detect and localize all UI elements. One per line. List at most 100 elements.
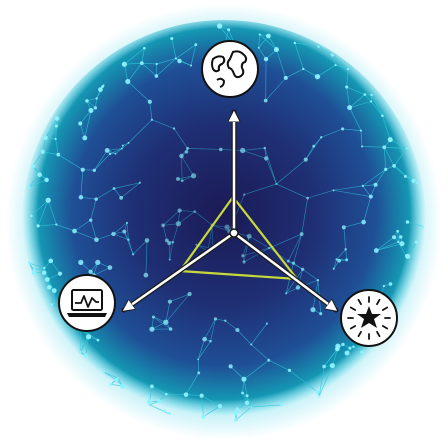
mesh-node — [150, 118, 154, 121]
mesh-node — [344, 350, 350, 356]
mesh-link — [113, 222, 128, 235]
mesh-node — [285, 292, 288, 295]
mesh-node — [318, 395, 321, 398]
mesh-node — [264, 156, 269, 161]
mesh-node — [119, 195, 124, 200]
mesh-node — [265, 322, 269, 325]
mesh-link — [363, 196, 372, 223]
mesh-link — [90, 220, 97, 240]
mesh-link — [276, 49, 287, 79]
mesh-link — [141, 62, 157, 65]
mesh-link — [103, 371, 117, 381]
mesh-node — [369, 100, 373, 103]
mesh-node — [98, 87, 103, 92]
mesh-node — [175, 221, 182, 227]
mesh-link — [32, 151, 43, 167]
mesh-node — [45, 197, 51, 203]
mesh-link — [90, 199, 97, 221]
mesh-link — [225, 320, 238, 331]
mesh-node — [82, 135, 88, 141]
mesh-link — [165, 301, 171, 323]
mesh-node — [78, 259, 84, 266]
mesh-node — [54, 116, 60, 121]
mesh-node — [228, 364, 233, 369]
arrow-to-star — [233, 232, 336, 310]
mesh-node — [83, 353, 88, 358]
mesh-node — [392, 164, 396, 168]
mesh-link — [171, 38, 177, 59]
mesh-node — [368, 194, 373, 199]
mesh-link — [55, 138, 59, 155]
burst-ray — [376, 298, 381, 306]
mesh-link — [382, 115, 391, 140]
mesh-link — [370, 101, 383, 116]
burst-ray — [381, 325, 389, 330]
mesh-node — [209, 339, 212, 343]
mesh-node — [78, 194, 84, 200]
mesh-link — [173, 128, 188, 149]
mesh-link — [153, 316, 171, 330]
mesh-link — [294, 42, 319, 47]
mesh-link — [162, 210, 180, 226]
mesh-link — [243, 236, 250, 263]
mesh-node — [286, 259, 290, 263]
mesh-link — [29, 262, 45, 269]
mesh-link — [332, 348, 339, 366]
network-sphere — [22, 20, 426, 424]
mesh-node — [315, 389, 320, 394]
mesh-node — [287, 368, 292, 373]
mesh-link — [113, 233, 129, 241]
mesh-node — [120, 147, 123, 150]
mesh-link — [268, 359, 290, 371]
mesh-node — [186, 146, 190, 150]
mesh-link — [364, 94, 372, 102]
mesh-node — [108, 152, 112, 156]
mesh-link — [376, 241, 399, 251]
burst-ray — [357, 330, 362, 338]
mesh-node — [266, 33, 271, 39]
mesh-node — [415, 181, 419, 185]
mesh-node — [273, 47, 280, 53]
mesh-node — [411, 178, 416, 183]
mesh-node — [403, 175, 407, 178]
mesh-node — [127, 141, 130, 144]
laptop-node — [58, 274, 116, 332]
mesh-node — [241, 254, 245, 258]
mesh-link — [243, 359, 270, 380]
mesh-node — [302, 67, 305, 71]
mesh-node — [175, 177, 180, 181]
mesh-link — [84, 110, 92, 139]
burst-ray — [376, 330, 381, 338]
globe-continent-icon — [216, 77, 226, 88]
mesh-link — [215, 318, 226, 322]
mesh-link — [28, 174, 40, 188]
mesh-link — [243, 379, 248, 396]
mesh-link — [285, 68, 304, 79]
mesh-link — [362, 146, 385, 148]
mesh-link — [258, 35, 269, 48]
mesh-node — [257, 46, 260, 49]
mesh-node — [275, 182, 278, 186]
mesh-link — [318, 366, 325, 397]
mesh-node — [267, 358, 271, 362]
mesh-node — [40, 149, 45, 154]
mesh-node — [164, 392, 168, 396]
mesh-link — [31, 215, 39, 227]
mesh-link — [321, 128, 343, 138]
mesh-link — [318, 365, 333, 397]
mesh-node — [360, 350, 364, 354]
mesh-node — [163, 319, 169, 325]
mesh-link — [242, 236, 250, 256]
mesh-node — [301, 267, 305, 271]
mesh-node — [187, 291, 192, 297]
mesh-node — [291, 261, 296, 265]
mesh-link — [204, 318, 216, 340]
mesh-link — [172, 223, 179, 243]
star-node — [340, 289, 398, 347]
mesh-link — [141, 48, 145, 64]
mesh-link — [42, 137, 46, 152]
mesh-link — [349, 94, 366, 108]
mesh-node — [93, 106, 98, 110]
mesh-link — [58, 154, 83, 171]
